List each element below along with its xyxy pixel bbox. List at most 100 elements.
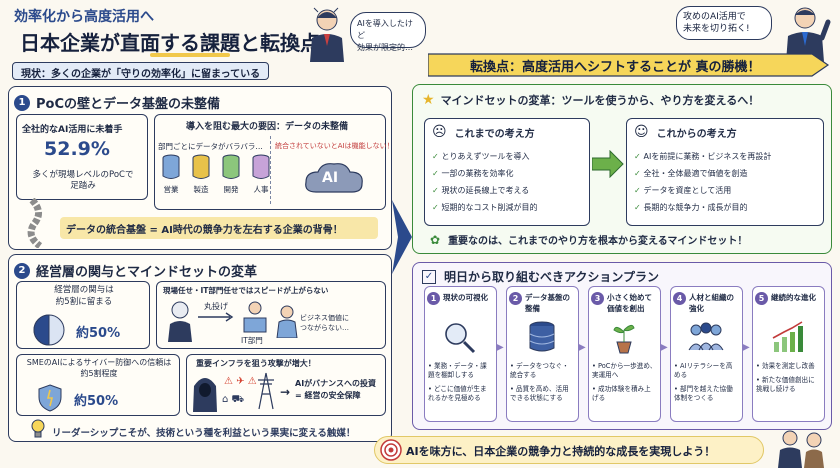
action-step-bullets: • 業務・データ・課題を棚卸しする • どこに価値が生まれるかを見極める: [428, 362, 493, 408]
stat-note: 多くが現場レベルのPoCで 足踏み: [32, 170, 134, 191]
section1-conclusion: データの統合基盤 = AI時代の競争力を左右する企業の背骨！: [66, 225, 343, 236]
old-mindset-box: [424, 118, 590, 226]
title-underline: [150, 53, 230, 57]
turning-point-text: 転換点：高度活用へシフトすることが 真の勝機！: [470, 60, 761, 75]
stat-value: 52.9%: [44, 138, 110, 160]
check-icon: ✓: [634, 186, 644, 195]
action-step-illustration: [604, 320, 644, 358]
header-subtitle: 効率化から高度活用へ: [14, 9, 154, 25]
invest-note: AIがバナンスへの投資 = 経営の安全保障: [295, 379, 377, 400]
mindset-heading: ★ マインドセットの変革：ツールを使うから、やり方を変えるへ！: [422, 92, 759, 108]
action-step-title: 人材と組織の強化: [689, 293, 734, 313]
silo-label: 営業: [163, 185, 179, 194]
action-step-bullet: • どこに価値が生まれるかを見極める: [428, 385, 487, 402]
old-mindset-item: ✓ 一部の業務を効率化: [432, 169, 514, 178]
exec-value: 約50%: [76, 326, 121, 341]
action-step-title: データ基盤の整備: [525, 293, 570, 313]
action-step-card: [424, 286, 497, 422]
check-icon: ✓: [432, 203, 442, 212]
new-mindset-title: これからの考え方: [656, 128, 737, 140]
hacker-icon: [193, 378, 217, 412]
new-mindset-item: ✓ 長期的な競争力・成長が目的: [634, 203, 748, 212]
action-step-card: [588, 286, 661, 422]
ai-cloud-icon: [305, 163, 363, 193]
magnifier-icon: [445, 323, 476, 354]
database-icon: [222, 154, 240, 179]
action-step-num: 4: [673, 292, 686, 305]
silo-manufacturing: 製造: [190, 154, 212, 195]
action-step-bullet: • 部門を越えた協働体制をつくる: [674, 385, 733, 402]
action-step-illustration: [440, 320, 480, 358]
mindset-title: マインドセットの変革：ツールを使うから、やり方を変えるへ！: [440, 94, 760, 107]
mindset-key: ✿ 重要なのは、これまでのやり方を根本から変えるマインドセット！: [430, 232, 748, 248]
it-worker-icon: [243, 301, 267, 333]
action-step-bullet: • 業務・データ・課題を棚卸しする: [428, 362, 487, 379]
delegate-arrow: [198, 312, 234, 322]
action-step-bullet: • 品質を高め、活用できる状態にする: [510, 385, 569, 402]
action-step-num: 3: [591, 292, 604, 305]
new-mindset-list: ✓ AIを前提に業務・ビジネスを再設計 ✓ 全社・全体最適で価値を創造 ✓ デー…: [634, 148, 771, 216]
shield-icon: [38, 384, 62, 412]
barrier-title: 導入を阻む最大の要因：データの未整備: [186, 122, 349, 132]
section1-heading: 1 PoCの壁とデータ基盤の未整備: [14, 93, 220, 112]
action-step-card: [506, 286, 579, 422]
stat-box: [16, 114, 148, 200]
page-title: 日本企業が直面する課題と転換点: [20, 31, 320, 55]
sprout-pot-icon: [613, 324, 635, 354]
section1-conclusion-bg: [60, 217, 378, 239]
database-icon: [192, 154, 210, 179]
speech-bubble-left: AIを導入したけど 効果が限定的…: [350, 12, 426, 52]
section1-title: PoCの壁とデータ基盤の未整備: [36, 97, 220, 112]
section2-num: 2: [14, 262, 30, 279]
turning-point-arrow: [428, 53, 830, 77]
exec-pie: [33, 314, 65, 346]
warning-icons: ⚠ ✈ ⚠: [224, 376, 257, 387]
delegate-arrow-label: 丸投げ: [204, 302, 228, 311]
checkbox-icon: ✓: [422, 269, 436, 284]
step-arrow-icon: ▶: [660, 342, 668, 353]
action-step-num: 1: [427, 292, 440, 305]
it-label: IT部門: [241, 336, 263, 345]
action-step-bullets: • 効果を測定し改善• 新たな価値創出に挑戦し続ける: [756, 362, 821, 399]
star-icon: ★: [422, 92, 435, 108]
check-icon: ✓: [432, 186, 442, 195]
action-step-bullet: • 成功体験を積み上げる: [592, 385, 651, 402]
new-mindset-heading: ☺ これからの考え方: [634, 124, 737, 140]
spine-icon: [27, 198, 43, 248]
footer-slogan: AIを味方に、日本企業の競争力と持続的な成長を実現しよう！: [406, 445, 716, 458]
action-step-bullets: • データをつなぐ・統合する • 品質を高め、活用できる状態にする: [510, 362, 575, 408]
executive-icon: [168, 301, 192, 342]
team-people-icon: [688, 322, 724, 351]
action-step-bullet: • データをつなぐ・統合する: [510, 362, 569, 379]
database-icon: [162, 154, 180, 179]
confused-worker-icon: [276, 305, 298, 338]
old-mindset-item: ✓ とりあえずツールを導入: [432, 152, 530, 161]
exec-pie-slice: [33, 314, 50, 346]
silo-divider: [270, 136, 271, 204]
speech-bubble-right: 攻めのAI活用で 未来を切り拓く!: [676, 6, 772, 40]
biz-note: ビジネス価値に つながらない…: [300, 314, 349, 332]
action-step-num: 2: [509, 292, 522, 305]
section1-num: 1: [14, 94, 30, 111]
silo-note: 部門ごとにデータがバラバラ…: [158, 142, 263, 151]
silo-databases: 営業 製造 開発 人事: [160, 154, 272, 195]
action-step-illustration: [768, 320, 808, 358]
old-mindset-item: ✓ 短期的なコスト削減が目的: [432, 203, 538, 212]
delegate-note: 現場任せ・IT部門任せではスピードが上がらない: [163, 286, 329, 295]
flow-arrow-right: [392, 200, 412, 274]
lightbulb-icon: [31, 419, 45, 438]
action-step-bullet: • PoCから一歩進め、実運用へ: [592, 362, 657, 379]
database-stack-icon: [529, 321, 555, 352]
sme-label: SMEのAIによるサイバー防御への信頼は 約5割程度: [26, 358, 172, 378]
action-step-title: 継続的な進化: [771, 293, 816, 302]
action-step-title: 小さく始めて 価値を創出: [607, 293, 652, 313]
new-mindset-box: [626, 118, 824, 226]
old-mindset-item: ✓ 現状の延長線上で考える: [432, 186, 530, 195]
action-step-card: [670, 286, 743, 422]
delegate-box: [156, 281, 386, 349]
new-mindset-item: ✓ AIを前提に業務・ビジネスを再設計: [634, 152, 772, 161]
action-step-bullets: • AIリテラシーを高める• 部門を越えた協働体制をつくる: [674, 362, 739, 408]
status-banner: 現状：多くの企業が「守りの効率化」に留まっている: [12, 62, 270, 80]
